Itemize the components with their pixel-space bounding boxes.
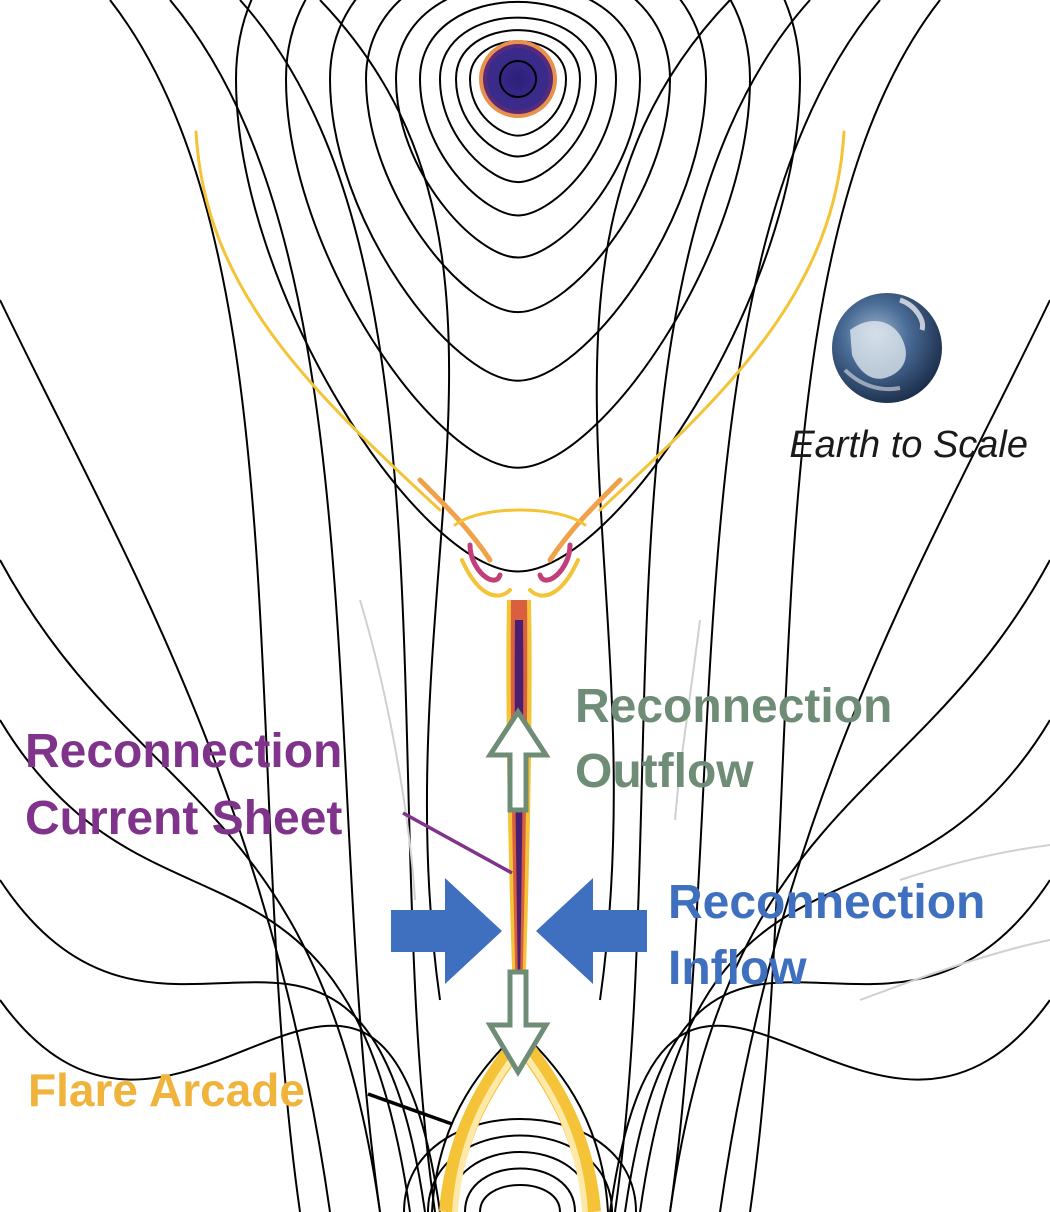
inflow-label-line2: Inflow: [668, 942, 807, 995]
earth-icon: [832, 293, 942, 403]
flux-rope-core: [479, 40, 557, 118]
open-field-line-left: [0, 559, 381, 1212]
open-field-line-right: [749, 0, 941, 1212]
open-field-line-right: [614, 0, 811, 1212]
open-field-line-right: [639, 719, 1050, 1212]
open-field-line-right: [624, 879, 1050, 1212]
inflow-arrow-icon: [391, 878, 647, 984]
open-field-line-right: [669, 559, 1050, 1212]
arcade-field-line: [447, 1151, 593, 1212]
faded-field-line: [674, 619, 701, 821]
faded-field-line: [899, 844, 1050, 881]
flux-rope-field-line: [469, 40, 568, 137]
open-field-line-right: [609, 999, 1050, 1212]
current-sheet-label-line1: Reconnection: [25, 725, 342, 778]
earth-label: Earth to Scale: [789, 424, 1028, 466]
heated-plasma-structure: [194, 130, 846, 598]
flux-rope-field-line: [285, 0, 752, 469]
outflow-label-line2: Outflow: [575, 745, 754, 798]
open-field-line-left: [109, 0, 301, 1212]
outflow-arrow-icon: [485, 707, 551, 1077]
faded-field-line: [359, 599, 416, 901]
open-field-line-left: [169, 0, 381, 1212]
flux-rope-field-line: [455, 29, 582, 158]
flux-rope-field-line: [329, 0, 708, 382]
flare-arcade-pointer: [367, 1092, 453, 1126]
open-field-line-right: [719, 299, 1050, 1212]
flux-rope-field-lines: [235, 0, 802, 573]
arcade-field-line: [464, 1167, 576, 1212]
arcade-field-line: [479, 1184, 561, 1212]
flux-rope-field-line: [419, 1, 618, 217]
open-field-line-left: [319, 0, 451, 1001]
open-field-line-right: [595, 0, 731, 1001]
flare-arcade-label: Flare Arcade: [28, 1064, 305, 1116]
outflow-label-line1: Reconnection: [575, 680, 892, 733]
arcade-field-line: [403, 1118, 637, 1212]
current-sheet-pointer: [402, 811, 513, 875]
flux-rope-field-line: [395, 0, 642, 259]
open-field-line-left: [0, 299, 331, 1212]
open-field-line-left: [0, 719, 411, 1212]
faded-field-line: [859, 939, 1050, 1001]
flux-rope-field-line: [439, 16, 598, 184]
inflow-label-line1: Reconnection: [668, 876, 985, 929]
open-field-line-left: [0, 879, 426, 1212]
open-field-line-left: [239, 0, 436, 1212]
flux-rope-field-line: [365, 0, 672, 314]
open-field-line-right: [669, 0, 881, 1212]
current-sheet-label-line2: Current Sheet: [25, 792, 342, 845]
open-field-line-left: [0, 999, 441, 1212]
